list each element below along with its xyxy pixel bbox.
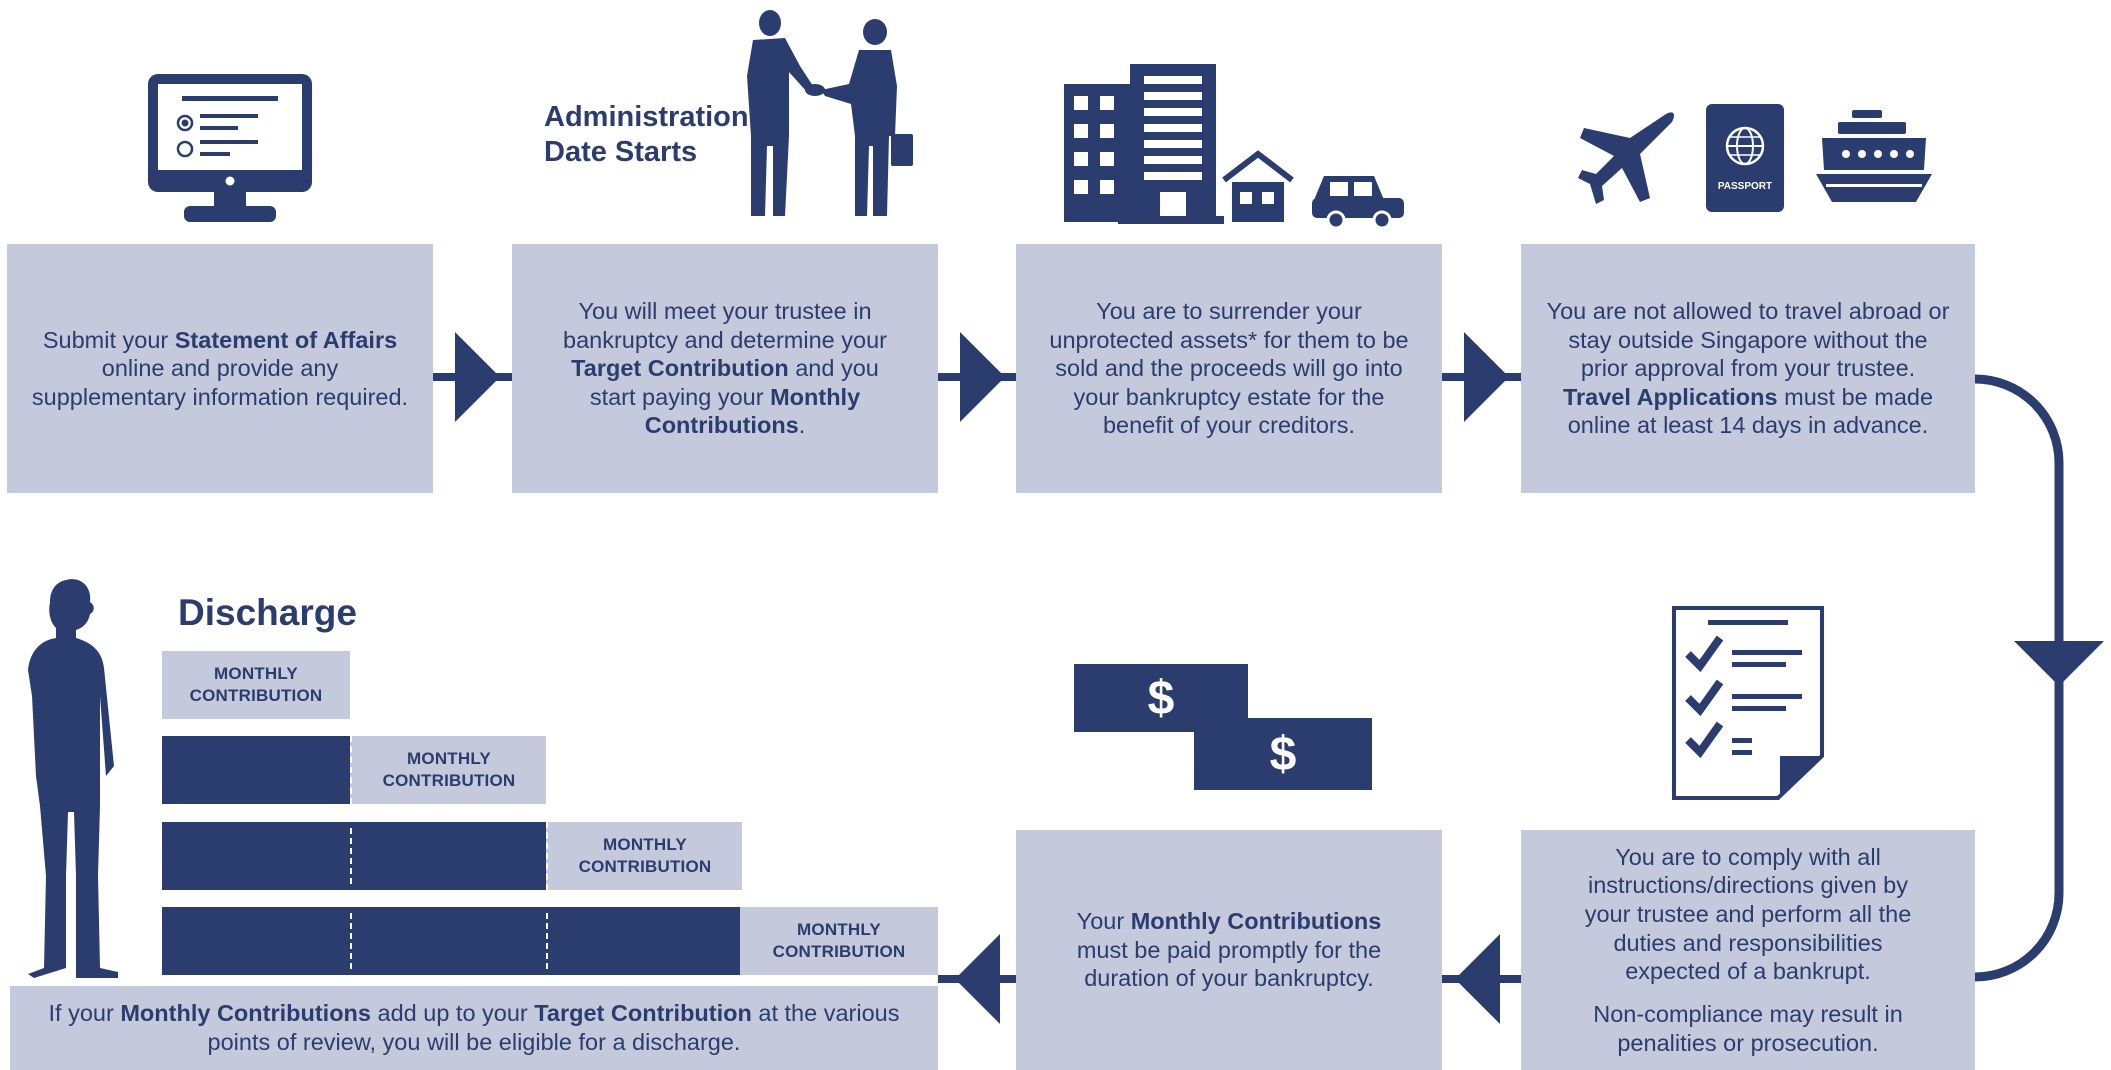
arrow-left-1 bbox=[1455, 934, 1500, 1024]
cruise-ship-icon bbox=[1816, 110, 1932, 202]
step-3-text: You are to surrender your unprotected as… bbox=[1049, 297, 1409, 439]
computer-icon bbox=[148, 74, 312, 222]
checklist-icon bbox=[1672, 606, 1824, 800]
dollar-sign-2: $ bbox=[1269, 727, 1297, 781]
bar-divider bbox=[546, 913, 548, 969]
bar-filled-r2 bbox=[162, 736, 350, 804]
step-6-box: Your Monthly Contributions must be paid … bbox=[1016, 830, 1442, 1070]
step-4-text: You are not allowed to travel abroad or … bbox=[1546, 297, 1950, 439]
step-5-text-2: Non-compliance may result in penalities … bbox=[1593, 1000, 1903, 1056]
airplane-icon bbox=[1578, 112, 1674, 204]
step-5-text-1: You are to comply with all instructions/… bbox=[1584, 843, 1912, 985]
arrow-right-2 bbox=[960, 332, 1005, 422]
arrow-right-1 bbox=[455, 332, 500, 422]
bar-filled-r4 bbox=[162, 907, 740, 975]
step-1-text: Submit your Statement of Affairs online … bbox=[31, 326, 409, 410]
step-3-box: You are to surrender your unprotected as… bbox=[1016, 244, 1442, 493]
administration-heading: Administration Date Starts bbox=[544, 100, 749, 170]
arrow-right-3 bbox=[1464, 332, 1509, 422]
heading-line-1: Administration bbox=[544, 101, 749, 133]
step-7-box: If your Monthly Contributions add up to … bbox=[10, 986, 938, 1070]
bar-divider bbox=[350, 913, 352, 969]
bar-divider bbox=[350, 828, 352, 884]
passport-label: PASSPORT bbox=[1718, 181, 1772, 192]
person-silhouette-icon bbox=[28, 579, 118, 978]
step-2-box: You will meet your trustee in bankruptcy… bbox=[512, 244, 938, 493]
buildings-icon bbox=[1064, 64, 1404, 230]
step-5-box: You are to comply with all instructions/… bbox=[1521, 830, 1975, 1070]
passport-icon: PASSPORT bbox=[1706, 104, 1784, 212]
step-6-text: Your Monthly Contributions must be paid … bbox=[1076, 908, 1382, 992]
step-2-text: You will meet your trustee in bankruptcy… bbox=[563, 297, 887, 439]
step-1-box: Submit your Statement of Affairs online … bbox=[7, 244, 433, 493]
dollar-sign-1: $ bbox=[1147, 671, 1175, 725]
heading-line-2: Date Starts bbox=[544, 135, 698, 168]
step-4-box: You are not allowed to travel abroad or … bbox=[1521, 244, 1975, 493]
step-7-text: If your Monthly Contributions add up to … bbox=[48, 1000, 900, 1055]
arrow-down bbox=[2014, 641, 2104, 686]
bar-filled-r3 bbox=[162, 822, 546, 890]
discharge-heading: Discharge bbox=[178, 592, 357, 633]
handshake-icon bbox=[747, 10, 913, 216]
arrow-left-2 bbox=[955, 934, 1000, 1024]
dollar-bill-2: $ bbox=[1194, 718, 1372, 790]
